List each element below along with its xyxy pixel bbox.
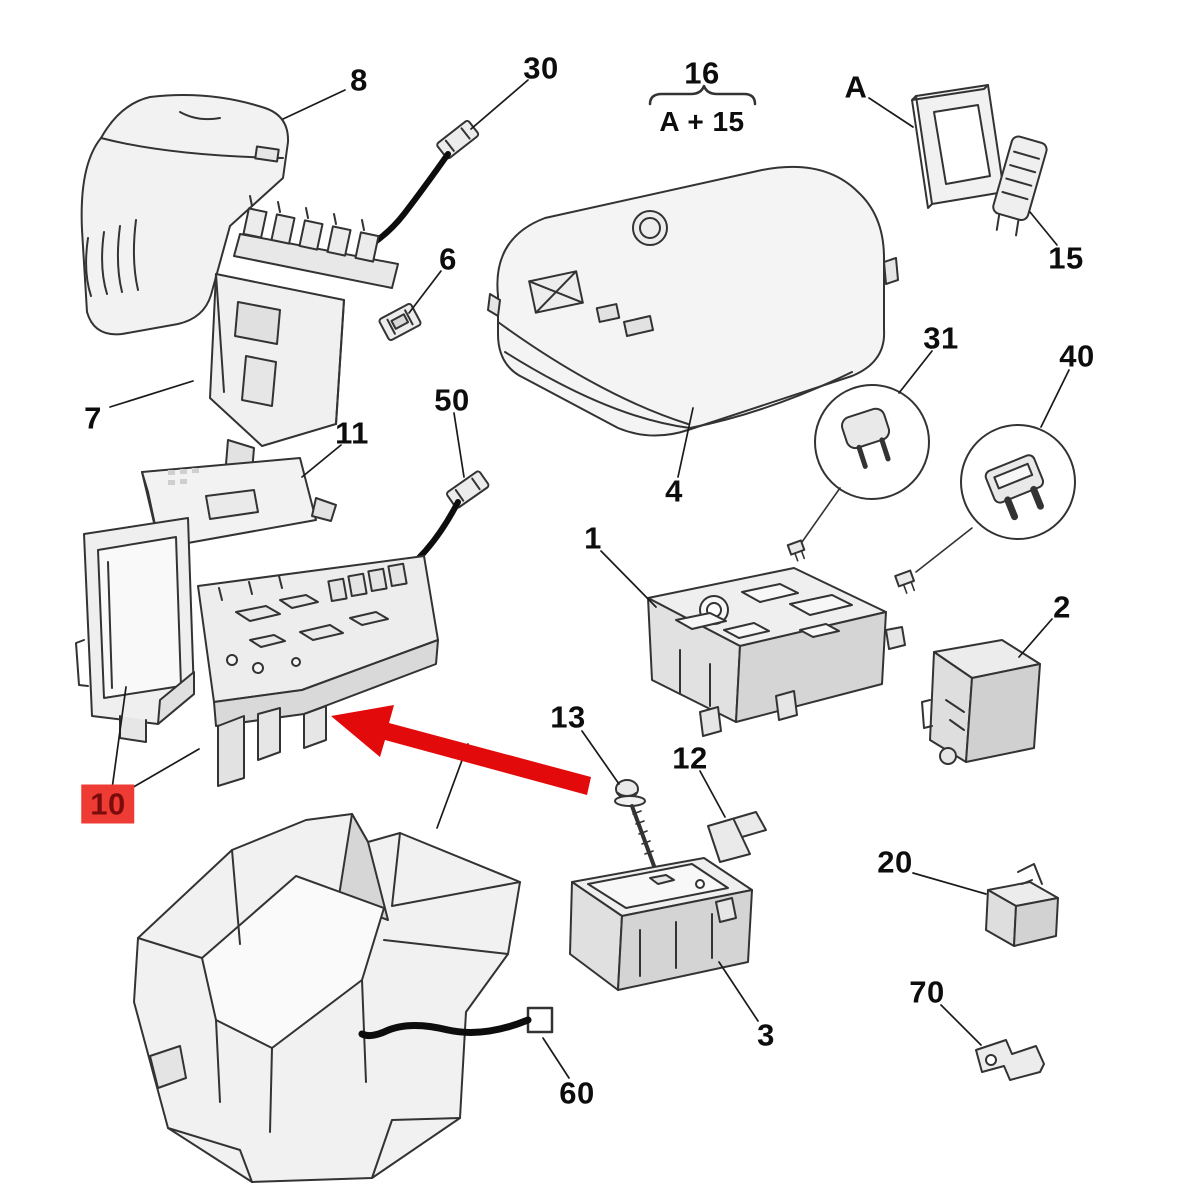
label-20: 20 <box>877 844 913 880</box>
label-30: 30 <box>523 50 559 86</box>
part-40-blade-fuse-drawing <box>894 424 1076 594</box>
part-12-strip-drawing <box>707 811 767 863</box>
leader-lines <box>109 79 1070 1079</box>
label-a-plus-15: A + 15 <box>659 106 745 137</box>
part-1-fusebox-base-drawing <box>647 567 906 737</box>
label-60: 60 <box>559 1075 595 1111</box>
label-6: 6 <box>439 241 457 277</box>
label-2: 2 <box>1053 589 1071 625</box>
part-70-bracket-drawing <box>975 1039 1045 1081</box>
label-1: 1 <box>584 520 602 556</box>
label-10: 10 <box>81 784 135 824</box>
label-13: 13 <box>550 699 586 735</box>
part-20-relay-drawing <box>985 863 1059 947</box>
part-7-fuse-carrier-drawing <box>209 195 399 473</box>
part-8-cover-drawing <box>80 94 290 336</box>
label-70: 70 <box>909 974 945 1010</box>
pointer-arrow <box>331 705 591 795</box>
label-40: 40 <box>1059 338 1095 374</box>
label-7: 7 <box>84 400 102 436</box>
part-15-fuse-strip-drawing <box>992 135 1048 237</box>
label-50: 50 <box>434 382 470 418</box>
label-3: 3 <box>757 1017 775 1053</box>
part-2-module-drawing <box>921 639 1041 765</box>
part-6-connector-drawing <box>378 303 422 341</box>
label-12: 12 <box>672 740 708 776</box>
part-60-wire-drawing <box>358 1006 554 1040</box>
part-31-mini-fuse-drawing <box>786 384 930 562</box>
part-30-fuse-link-drawing <box>369 120 480 247</box>
part-13-bolt-drawing <box>614 779 656 868</box>
label-8: 8 <box>350 62 368 98</box>
label-15: 15 <box>1048 240 1084 276</box>
part-10-body-drawing <box>197 555 439 787</box>
label-4: 4 <box>665 473 683 509</box>
label-a: A <box>844 69 868 105</box>
group-brace <box>648 84 757 106</box>
part-a-frame-drawing <box>911 84 1005 209</box>
label-11: 11 <box>335 415 369 451</box>
part-10-left-box-drawing <box>75 517 195 743</box>
part-3-fusebox-drawing <box>569 857 753 991</box>
part-4-cover-drawing <box>487 165 899 437</box>
mounting-tray-drawing <box>133 813 521 1183</box>
label-31: 31 <box>923 320 959 356</box>
label-16: 16 <box>684 55 720 91</box>
